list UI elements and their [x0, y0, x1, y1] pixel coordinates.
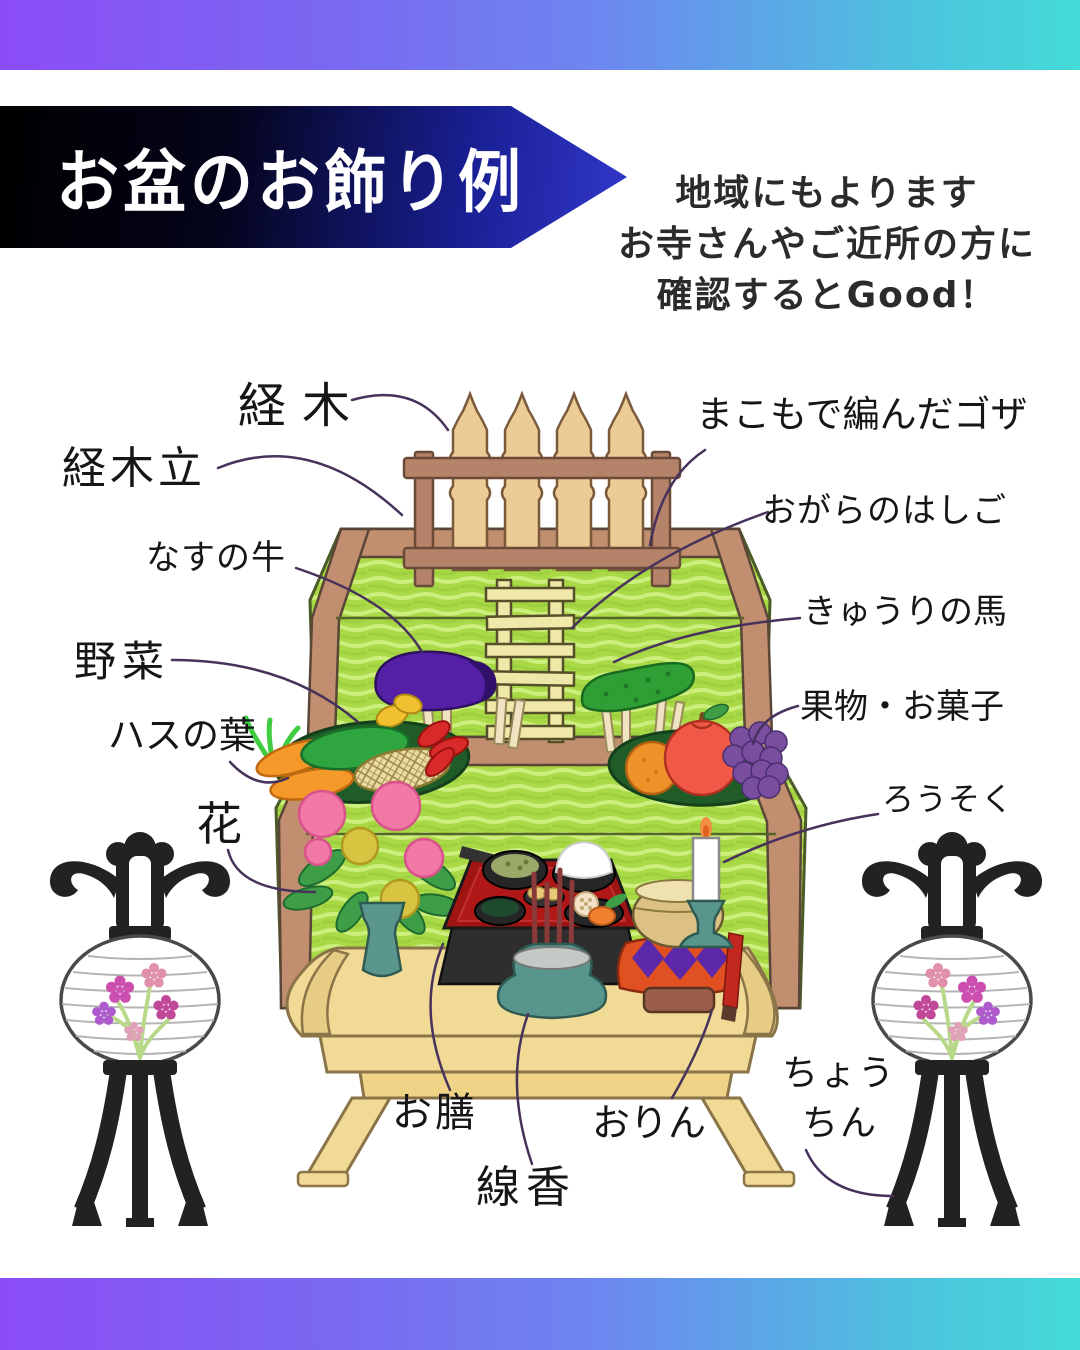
- bottom-gradient-bar: [0, 1278, 1080, 1350]
- label-nasu-ushi: なすの牛: [146, 538, 286, 578]
- subtitle-line: 確認するとGood！: [656, 275, 998, 317]
- kyogi-rack: [402, 450, 682, 588]
- label-chochin-line1: ちょう: [782, 1053, 897, 1094]
- vegetable-plate: [243, 693, 471, 804]
- title-banner-arrow: お盆のお飾り例: [0, 106, 627, 248]
- flower-arrangement: [282, 780, 462, 978]
- label-senko: 線香: [476, 1162, 576, 1213]
- label-hana: 花: [196, 797, 242, 851]
- lantern-right: [862, 832, 1042, 1227]
- label-ogara-hashigo: おがらのはしご: [762, 491, 1007, 531]
- label-makomo-goza: まこもで編んだゴザ: [696, 393, 1028, 436]
- candle: [678, 817, 734, 949]
- label-rosoku: ろうそく: [882, 780, 1015, 818]
- top-gradient-bar: [0, 0, 1080, 70]
- subtitle-line: 地域にもよります: [675, 173, 979, 214]
- label-yasai: 野菜: [74, 637, 171, 686]
- label-kudamono-okashi: 果物・お菓子: [800, 687, 1004, 727]
- label-ozen: お膳: [392, 1090, 478, 1136]
- subtitle-line: お寺さんやご近所の方に: [617, 224, 1036, 266]
- ogara-ladder: [484, 578, 576, 744]
- label-hasu-no-ha: ハスの葉: [108, 714, 256, 757]
- label-orin: おりん: [592, 1101, 707, 1145]
- label-kyuri-uma: きゅうりの馬: [803, 592, 1007, 632]
- label-kyogi: 経木: [238, 378, 367, 434]
- subtitle-note: 地域にもよります お寺さんやご近所の方に 確認するとGood！: [592, 168, 1062, 321]
- leader-lines: [170, 393, 895, 1198]
- fruit-plate: [607, 703, 789, 807]
- page-title: お盆のお飾り例: [56, 142, 525, 222]
- label-kyogidate: 経木立: [62, 443, 206, 494]
- incense-burner: [496, 867, 608, 1020]
- label-chochin-line2: ちん: [802, 1103, 879, 1144]
- lantern-left: [50, 832, 230, 1227]
